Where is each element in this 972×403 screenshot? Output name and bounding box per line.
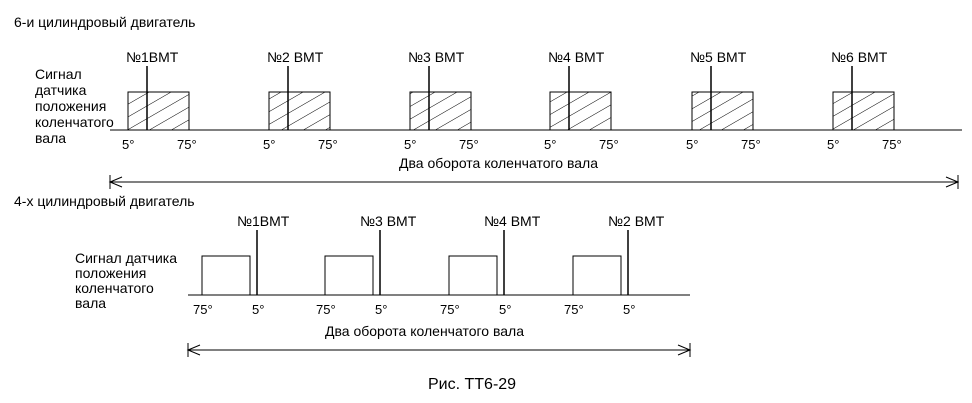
- six-cyl-angle-label: 75°: [741, 137, 761, 152]
- six-cyl-pulse: №6 ВМТ 5° 75°: [827, 49, 902, 152]
- six-cyl-tdc-label: №6 ВМТ: [831, 49, 888, 65]
- four-cyl-pulse-box: [201, 255, 251, 296]
- six-cyl-pulse-box: [691, 91, 754, 131]
- six-cyl-tdc-label: №5 ВМТ: [690, 49, 747, 65]
- six-cyl-pulse: №5 ВМТ 5° 75°: [686, 49, 761, 152]
- four-cyl-angle-label: 5°: [375, 302, 387, 317]
- four-cyl-pulse-box: [448, 255, 498, 296]
- four-cyl-angle-label: 5°: [499, 302, 511, 317]
- four-cyl-angle-label: 75°: [316, 302, 336, 317]
- six-cyl-angle-label: 5°: [686, 137, 698, 152]
- four-cyl-pulse-box: [324, 255, 374, 296]
- four-cyl-angle-label: 75°: [564, 302, 584, 317]
- four-cyl-signal-label-line: вала: [75, 295, 106, 311]
- six-cyl-angle-label: 5°: [827, 137, 839, 152]
- six-cyl-signal-label-line: Сигнал: [35, 66, 82, 82]
- six-cyl-pulse: №4 ВМТ 5° 75°: [544, 49, 619, 152]
- six-cyl-pulse-box: [268, 91, 331, 131]
- four-cyl-tdc-label: №2 ВМТ: [608, 213, 665, 229]
- four-cyl-angle-label: 75°: [440, 302, 460, 317]
- four-cyl-pulse: №4 ВМТ 75° 5°: [440, 213, 541, 317]
- six-cyl-title: 6-и цилиндровый двигатель: [14, 14, 195, 30]
- six-cyl-pulse-box: [127, 91, 190, 131]
- six-cyl-signal-label-line: датчика: [35, 82, 87, 98]
- six-cyl-tdc-label: №4 ВМТ: [548, 49, 605, 65]
- six-cyl-pulse-box: [549, 91, 612, 131]
- six-cyl-signal-label: Сигнал датчика положения коленчатого вал…: [35, 66, 114, 146]
- six-cyl-tdc-label: №1ВМТ: [126, 49, 179, 65]
- six-cyl-angle-label: 75°: [318, 137, 338, 152]
- four-cyl-angle-label: 5°: [623, 302, 635, 317]
- four-cyl-pulse: №3 ВМТ 75° 5°: [316, 213, 417, 317]
- six-cyl-angle-label: 5°: [122, 137, 134, 152]
- four-cyl-signal-label: Сигнал датчика положения коленчатого вал…: [75, 250, 177, 311]
- four-cyl-pulse: №1ВМТ 75° 5°: [193, 213, 290, 317]
- six-cyl-pulse-box: [832, 91, 895, 131]
- six-cyl-tdc-label: №3 ВМТ: [408, 49, 465, 65]
- four-cyl-span-arrow: [186, 343, 692, 357]
- four-cyl-signal-label-line: Сигнал датчика: [75, 250, 177, 266]
- six-cyl-angle-label: 75°: [882, 137, 902, 152]
- four-cyl-signal-label-line: коленчатого: [75, 280, 154, 296]
- four-cyl-signal-label-line: положения: [75, 265, 146, 281]
- six-cyl-angle-label: 5°: [263, 137, 275, 152]
- four-cyl-span-label: Два оборота коленчатого вала: [325, 323, 524, 339]
- six-cyl-angle-label: 5°: [544, 137, 556, 152]
- six-cyl-angle-label: 75°: [177, 137, 197, 152]
- figure-caption: Рис. TT6-29: [428, 376, 516, 393]
- six-cyl-pulses: №1ВМТ 5° 75° №2 ВМТ 5° 75° №3 ВМТ 5° 75° №4 ВМТ 5°…: [122, 49, 902, 152]
- six-cyl-signal-label-line: коленчатого: [35, 114, 114, 130]
- six-cyl-span-label: Два оборота коленчатого вала: [399, 155, 598, 171]
- six-cyl-signal-label-line: положения: [35, 98, 106, 114]
- four-cyl-tdc-label: №3 ВМТ: [360, 213, 417, 229]
- six-cyl-pulse: №1ВМТ 5° 75°: [122, 49, 197, 152]
- four-cyl-title: 4-х цилиндровый двигатель: [14, 193, 195, 209]
- four-cyl-angle-label: 5°: [252, 302, 264, 317]
- six-cyl-tdc-label: №2 ВМТ: [267, 49, 324, 65]
- four-cyl-pulse: №2 ВМТ 75° 5°: [564, 213, 665, 317]
- four-cyl-tdc-label: №1ВМТ: [237, 213, 290, 229]
- six-cyl-pulse-box: [409, 91, 472, 131]
- six-cyl-pulse: №3 ВМТ 5° 75°: [404, 49, 479, 152]
- six-cyl-signal-label-line: вала: [35, 130, 66, 146]
- four-cyl-pulse-box: [572, 255, 622, 296]
- four-cyl-pulses: №1ВМТ 75° 5° №3 ВМТ 75° 5° №4 ВМТ 75° 5° №2 ВМТ 75…: [193, 213, 665, 317]
- six-cyl-pulse: №2 ВМТ 5° 75°: [263, 49, 338, 152]
- six-cyl-angle-label: 75°: [459, 137, 479, 152]
- four-cyl-angle-label: 75°: [193, 302, 213, 317]
- six-cyl-angle-label: 5°: [404, 137, 416, 152]
- six-cyl-span-arrow: [108, 175, 960, 189]
- four-cyl-tdc-label: №4 ВМТ: [484, 213, 541, 229]
- six-cyl-angle-label: 75°: [599, 137, 619, 152]
